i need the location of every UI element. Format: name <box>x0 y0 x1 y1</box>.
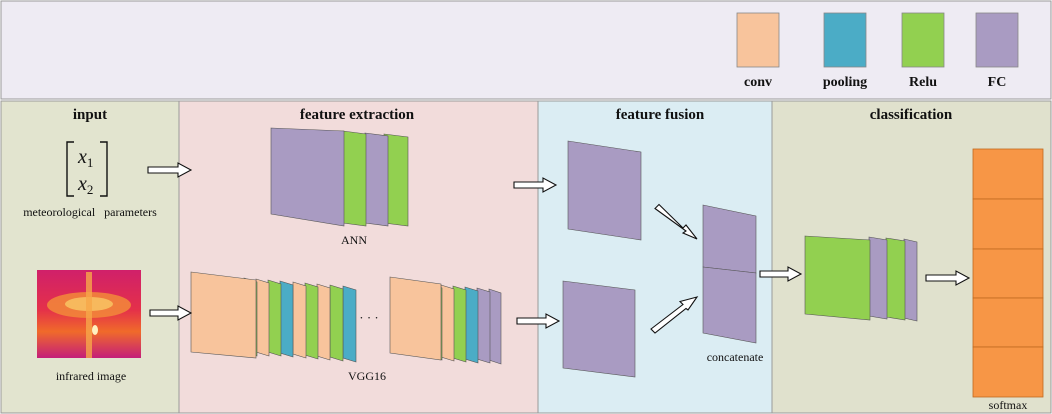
ann-feature-fc <box>567 140 642 241</box>
vgg16-block-1 <box>190 271 357 363</box>
vgg-layer-1-9 <box>304 282 319 360</box>
vgg-layer-2-1 <box>389 276 442 361</box>
vector-left-bracket <box>66 141 74 197</box>
arrow-ann-to-fusion <box>513 177 558 193</box>
concatenate-label: concatenate <box>707 350 764 364</box>
parameter-vector: x1 x2 <box>66 141 108 197</box>
vgg-layer-1-11 <box>329 284 344 362</box>
legend-swatch-pooling <box>823 12 867 68</box>
arrow-params-to-ann <box>147 162 193 178</box>
ann-fc-layer-1 <box>270 127 345 227</box>
x1-subscript: 1 <box>87 155 94 170</box>
vgg-layer-2-3 <box>440 284 455 362</box>
section-title-input: input <box>73 107 107 123</box>
infrared-image-label: infrared image <box>56 369 126 383</box>
legend-swatch-conv <box>736 12 780 68</box>
x2-subscript: 2 <box>87 182 94 197</box>
flow-arrows <box>147 162 971 334</box>
legend-label-relu: Relu <box>909 75 937 90</box>
vgg-layer-1-1 <box>190 271 257 359</box>
legend-label-pooling: pooling <box>823 75 867 90</box>
arrow-cls-to-softmax <box>925 270 971 286</box>
vgg-layer-2-5 <box>464 286 479 364</box>
vgg-layer-1-12 <box>342 285 357 363</box>
softmax-column <box>972 148 1044 398</box>
ann-fc-layer-2 <box>364 132 389 227</box>
legend-band <box>0 0 1052 100</box>
ann-relu-layer-1 <box>342 130 367 227</box>
vector-element-x2: x2 <box>77 173 93 197</box>
arrow-fc-to-concat-lower <box>650 296 699 334</box>
vector-right-bracket <box>100 141 108 197</box>
arrow-concat-to-cls <box>759 266 803 282</box>
vgg-layer-1-6 <box>267 279 282 357</box>
concat-upper-block <box>702 204 757 274</box>
vgg16-label: VGG16 <box>348 369 386 383</box>
ann-layer-stack <box>270 127 409 227</box>
arrow-fc-to-concat-upper <box>654 203 698 240</box>
meteorological-parameters-label: meteorological parameters <box>23 205 157 219</box>
legend-panel: conv pooling Relu FC <box>0 0 1052 100</box>
vgg-layer-1-5 <box>255 278 270 357</box>
vgg-layer-1-10 <box>316 283 331 361</box>
legend-swatch-fc <box>975 12 1019 68</box>
cls-relu-layer-1 <box>804 235 871 321</box>
ann-label: ANN <box>341 233 367 247</box>
concat-lower-block <box>702 266 757 344</box>
x1-symbol: x <box>77 146 87 168</box>
section-title-feature-fusion: feature fusion <box>616 107 705 123</box>
concatenated-features <box>702 204 757 344</box>
legend-swatch-relu <box>901 12 945 68</box>
softmax-cell-4 <box>972 297 1044 348</box>
softmax-cell-5 <box>972 346 1044 398</box>
arrow-image-to-vgg <box>149 305 193 321</box>
softmax-label: softmax <box>989 398 1028 412</box>
legend-label-conv: conv <box>744 75 772 90</box>
cls-fc-layer-2 <box>868 236 888 320</box>
infrared-image <box>37 270 141 358</box>
cls-relu-layer-2 <box>885 237 906 321</box>
section-input-bg <box>0 100 180 414</box>
vgg-layer-2-6 <box>476 287 491 364</box>
classification-layer-stack <box>804 235 918 322</box>
softmax-cell-3 <box>972 248 1044 299</box>
softmax-cell-2 <box>972 198 1044 250</box>
section-title-feature-extraction: feature extraction <box>300 107 415 123</box>
x2-symbol: x <box>77 173 87 195</box>
arrow-vgg-to-fusion <box>516 313 561 329</box>
vgg-layer-2-4 <box>452 285 467 363</box>
vgg-feature-fc <box>562 280 636 378</box>
vgg16-block-2 <box>389 276 502 365</box>
softmax-cell-1 <box>972 148 1044 200</box>
cls-fc-layer-3 <box>903 238 918 322</box>
vgg-layer-1-7 <box>279 280 294 358</box>
infrared-insulator-rod <box>86 272 92 358</box>
vgg-ellipsis: · · · <box>359 310 379 325</box>
infrared-hotspot <box>92 325 98 335</box>
section-title-classification: classification <box>870 107 953 123</box>
vgg-layer-2-7 <box>488 288 502 365</box>
vgg-layer-1-8 <box>292 281 307 359</box>
legend-label-fc: FC <box>988 75 1007 90</box>
vector-element-x1: x1 <box>77 146 93 170</box>
